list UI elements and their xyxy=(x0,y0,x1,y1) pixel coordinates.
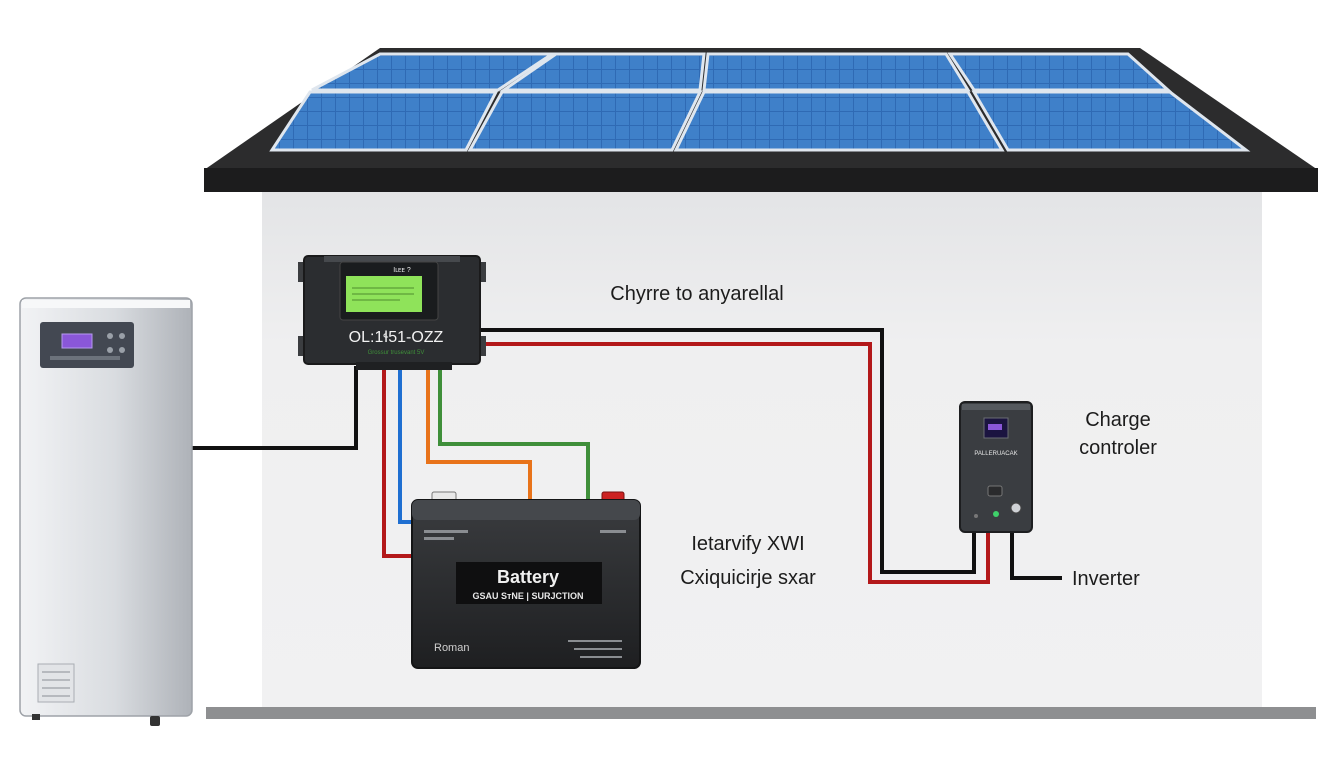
solar-panel xyxy=(947,52,1172,92)
solar-panel-array xyxy=(269,52,1251,152)
connection-note-label: Chyrre to anyarellal xyxy=(610,283,783,305)
solar-panel xyxy=(673,90,1005,152)
battery-maker: Roman xyxy=(434,642,469,654)
cabinet-screen[interactable] xyxy=(61,333,93,349)
cabinet-button[interactable] xyxy=(107,347,113,353)
charge-controller-label-line2: controler xyxy=(1079,437,1157,459)
wire-black-to-controller xyxy=(478,328,976,574)
device-indicator-light xyxy=(993,511,999,517)
device-knob[interactable] xyxy=(1010,502,1022,514)
wire-black-to-cabinet xyxy=(176,366,358,450)
ground-line xyxy=(206,707,1316,719)
wire-blue-to-battery xyxy=(398,366,414,524)
charge-controller-label-line1: Charge xyxy=(1085,409,1151,431)
cabinet-button[interactable] xyxy=(119,333,125,339)
wire-red-to-controller xyxy=(478,342,990,584)
wire-black-to-inverter xyxy=(1010,528,1062,580)
battery-label-band xyxy=(456,562,602,604)
solar-panel xyxy=(467,90,703,152)
wire-orange-to-battery xyxy=(426,366,532,500)
storage-cabinet xyxy=(19,297,193,726)
solar-panel xyxy=(702,52,971,92)
charge-controller-device: PALLERUACAK xyxy=(959,401,1033,533)
battery: Battery GSAU SᴛNE | SURJCTION Roman xyxy=(411,491,641,669)
solar-panel xyxy=(311,52,557,92)
inverter-label: Inverter xyxy=(1072,568,1140,590)
battery-band-text: GSAU SᴛNE | SURJCTION xyxy=(473,591,584,601)
controller-unit: Iʟᴇᴇ ? OL:1ɬ51-OZZ Grossur trusevant 5V xyxy=(298,255,486,370)
solar-panel xyxy=(269,90,499,152)
wiring xyxy=(176,328,1062,584)
controller-screen-title: Iʟᴇᴇ ? xyxy=(393,267,411,274)
wire-green-to-battery xyxy=(438,366,590,500)
solar-panel xyxy=(499,52,706,92)
device-label: PALLERUACAK xyxy=(974,451,1017,457)
battery-brand: Battery xyxy=(497,567,559,587)
battery-caption-line2: Cxiquicirje sxar xyxy=(680,567,816,589)
battery-caption-line1: Ietarvify XWI xyxy=(691,533,804,555)
cabinet-button[interactable] xyxy=(119,347,125,353)
controller-model-text: OL:1ɬ51-OZZ xyxy=(349,329,444,346)
controller-sub-text: Grossur trusevant 5V xyxy=(368,350,425,356)
cabinet-button[interactable] xyxy=(107,333,113,339)
wire-red-to-battery xyxy=(382,366,414,558)
solar-panel xyxy=(971,90,1251,152)
